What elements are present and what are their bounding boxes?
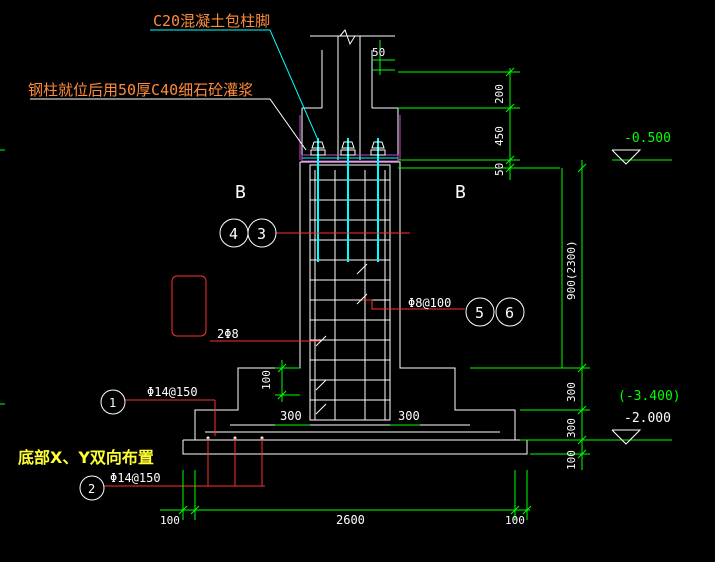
- rebar-label-phi8-100: Φ8@100: [408, 296, 451, 310]
- anchor-bolts: [317, 138, 379, 262]
- dim-2600: 2600: [336, 513, 365, 527]
- rebar-ticks: [315, 263, 368, 415]
- leader-lines-red: [104, 232, 465, 487]
- dim-300-right-inner: 300: [398, 409, 420, 423]
- dim-100-right: 100: [565, 450, 578, 470]
- circle-label-6: 6: [505, 304, 514, 322]
- dim-300-left-inner: 300: [280, 409, 302, 423]
- dimension-ticks: [178, 67, 587, 515]
- dim-300-a: 300: [565, 382, 578, 402]
- dim-50-mid: 50: [493, 163, 506, 176]
- section-label-right: B: [455, 182, 466, 203]
- dim-300-b: 300: [565, 418, 578, 438]
- tag-circles: [79, 218, 525, 501]
- elevation-top: -0.500: [624, 131, 671, 146]
- leader-lines-white: [30, 98, 307, 151]
- circle-label-5: 5: [475, 304, 484, 322]
- leader-lines-cyan: [150, 29, 319, 141]
- section-label-left: B: [235, 182, 246, 203]
- dim-100-bottom-right: 100: [505, 514, 525, 527]
- dim-100-bottom-left: 100: [160, 514, 180, 527]
- rebar-label-2phi8: 2Φ8: [217, 327, 239, 341]
- pedestal-rebar: [205, 164, 500, 433]
- pedestal-outline: [194, 161, 516, 441]
- label-c20-collar: C20混凝土包柱脚: [153, 12, 270, 30]
- dimension-lines: [0, 40, 672, 520]
- elevation-mid: -2.000: [624, 411, 671, 426]
- grout-zone: [299, 115, 401, 160]
- circle-label-4: 4: [229, 225, 238, 243]
- dim-100-left: 100: [260, 370, 273, 390]
- rebar-label-2: Φ14@150: [110, 471, 161, 485]
- elevation-markers: [611, 149, 642, 445]
- circle-label-3: 3: [257, 225, 266, 243]
- dim-450: 450: [493, 126, 506, 146]
- dim-200: 200: [493, 84, 506, 104]
- circle-label-2: 2: [88, 482, 95, 496]
- rebar-label-1: Φ14@150: [147, 385, 198, 399]
- elevation-mid-paren: (-3.400): [618, 389, 681, 404]
- dim-50-top: 50: [372, 46, 385, 59]
- anchor-nuts: [310, 141, 386, 156]
- bottom-note: 底部X、Y双向布置: [18, 448, 154, 467]
- dim-900: 900(2300): [565, 240, 578, 300]
- circle-label-1: 1: [109, 396, 116, 410]
- label-grout: 钢柱就位后用50厚C40细石砼灌浆: [28, 81, 253, 99]
